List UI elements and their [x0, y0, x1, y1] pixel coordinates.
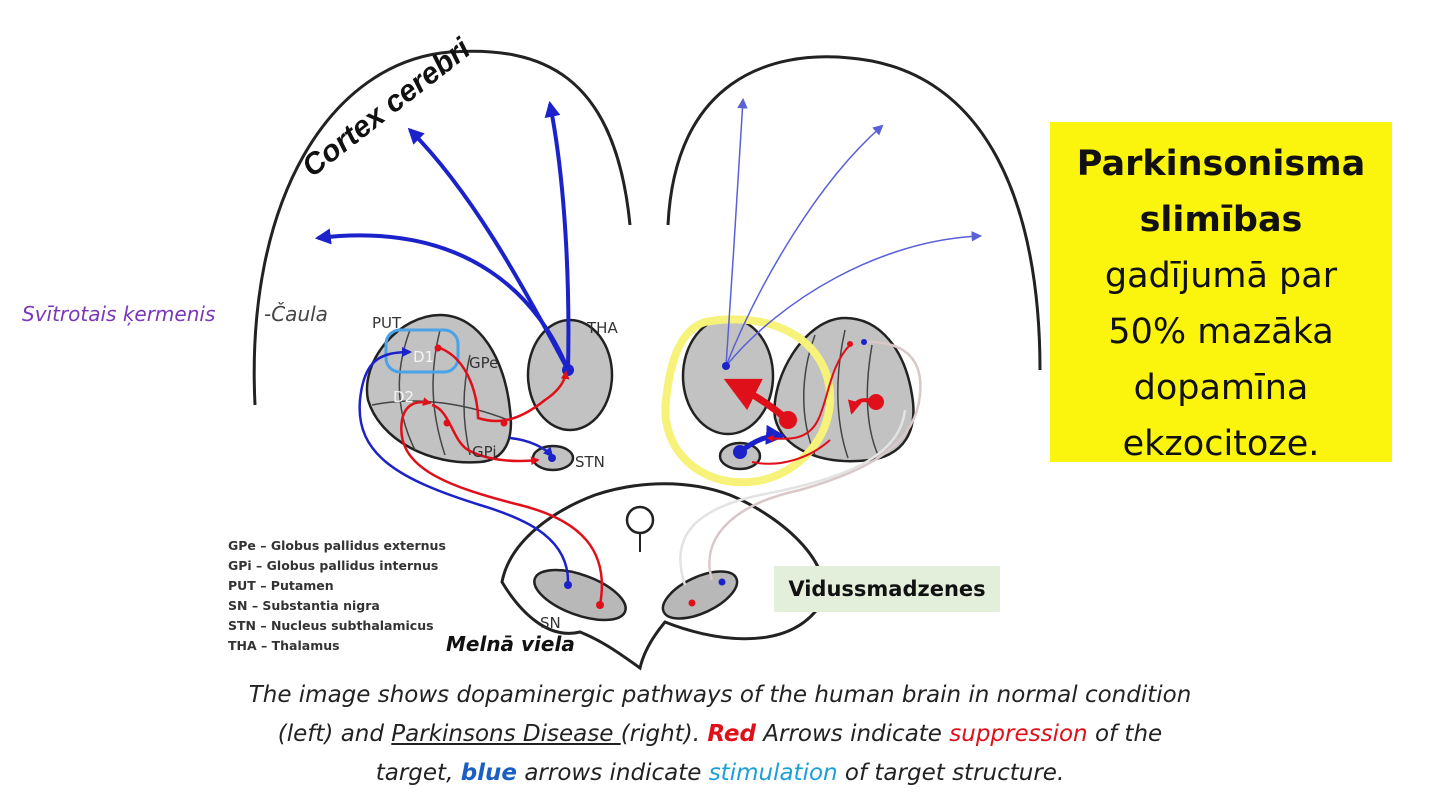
right-tha-cortex-arrow-1 — [725, 97, 748, 367]
right-substantia-nigra — [661, 570, 739, 620]
substantia-nigra-latvian-label: Melnā viela — [446, 632, 575, 656]
callout-line: gadījumā par — [1104, 256, 1338, 296]
right-putamen-red-loop — [766, 344, 851, 442]
caula-label: -Čaula — [264, 302, 328, 326]
left-tha-cortex-arrow-2 — [407, 127, 570, 371]
caption-line-1: The image shows dopaminergic pathways of… — [248, 682, 1192, 708]
left-hemisphere-outline — [252, 49, 632, 406]
legend-line: PUT – Putamen — [228, 578, 334, 593]
left-d2-gpe-red — [431, 403, 540, 466]
gpe-label: GPe — [469, 354, 498, 372]
cortex-label: Cortex cerebri — [296, 32, 477, 184]
right-tha-cortex-arrow-2 — [725, 124, 884, 367]
d1-label: D1 — [413, 348, 434, 366]
figure-caption: The image shows dopaminergic pathways of… — [150, 676, 1290, 793]
abbreviation-legend: GPe – Globus pallidus externus GPi – Glo… — [228, 538, 446, 653]
tha-label: THA — [586, 319, 618, 337]
striatum-label: Svītrotais ķermenis — [22, 302, 216, 326]
right-basal-ganglia — [661, 315, 915, 487]
parkinson-callout-box: Parkinsonisma slimības gadījumā par 50% … — [1050, 122, 1392, 464]
right-sn-faded-path-1 — [708, 340, 922, 581]
yellow-highlight-circle — [661, 315, 834, 487]
legend-line: THA – Thalamus — [228, 638, 340, 653]
put-label: PUT — [372, 314, 402, 332]
callout-line: ekzocitoze. — [1122, 424, 1320, 464]
aqueduct — [625, 505, 655, 535]
caption-line-2: (left) and Parkinsons Disease (right). R… — [277, 721, 1163, 747]
right-stn-red-path — [751, 439, 831, 465]
left-sn-d1-blue-path — [358, 347, 570, 586]
legend-line: SN – Substantia nigra — [228, 598, 380, 613]
callout-line: dopamīna — [1133, 368, 1309, 408]
right-sn-faded-path-2 — [679, 409, 907, 586]
left-sn-d2-red-path — [400, 397, 604, 606]
callout-line: 50% mazāka — [1108, 312, 1334, 352]
legend-line: GPe – Globus pallidus externus — [228, 538, 446, 553]
callout-line: slimības — [1139, 200, 1303, 240]
right-hemisphere-outline — [666, 55, 1042, 371]
d1-highlight-box — [384, 328, 460, 374]
midbrain-label: Vidussmadzenes — [774, 566, 1000, 612]
callout-line: Parkinsonisma — [1076, 144, 1366, 184]
left-tha-cortex-arrow-3 — [544, 100, 571, 371]
legend-line: STN – Nucleus subthalamicus — [228, 618, 434, 633]
sn-label: SN — [540, 614, 561, 632]
d2-label: D2 — [393, 388, 414, 406]
legend-line: GPi – Globus pallidus internus — [228, 558, 438, 573]
stn-label: STN — [575, 453, 605, 471]
left-stn-blue-path — [509, 436, 554, 458]
right-tha-cortex-arrow-3 — [725, 231, 983, 367]
caption-line-3: target, blue arrows indicate stimulation… — [375, 760, 1065, 786]
midbrain-outline — [500, 482, 825, 671]
gpi-label: GPi — [472, 443, 497, 461]
